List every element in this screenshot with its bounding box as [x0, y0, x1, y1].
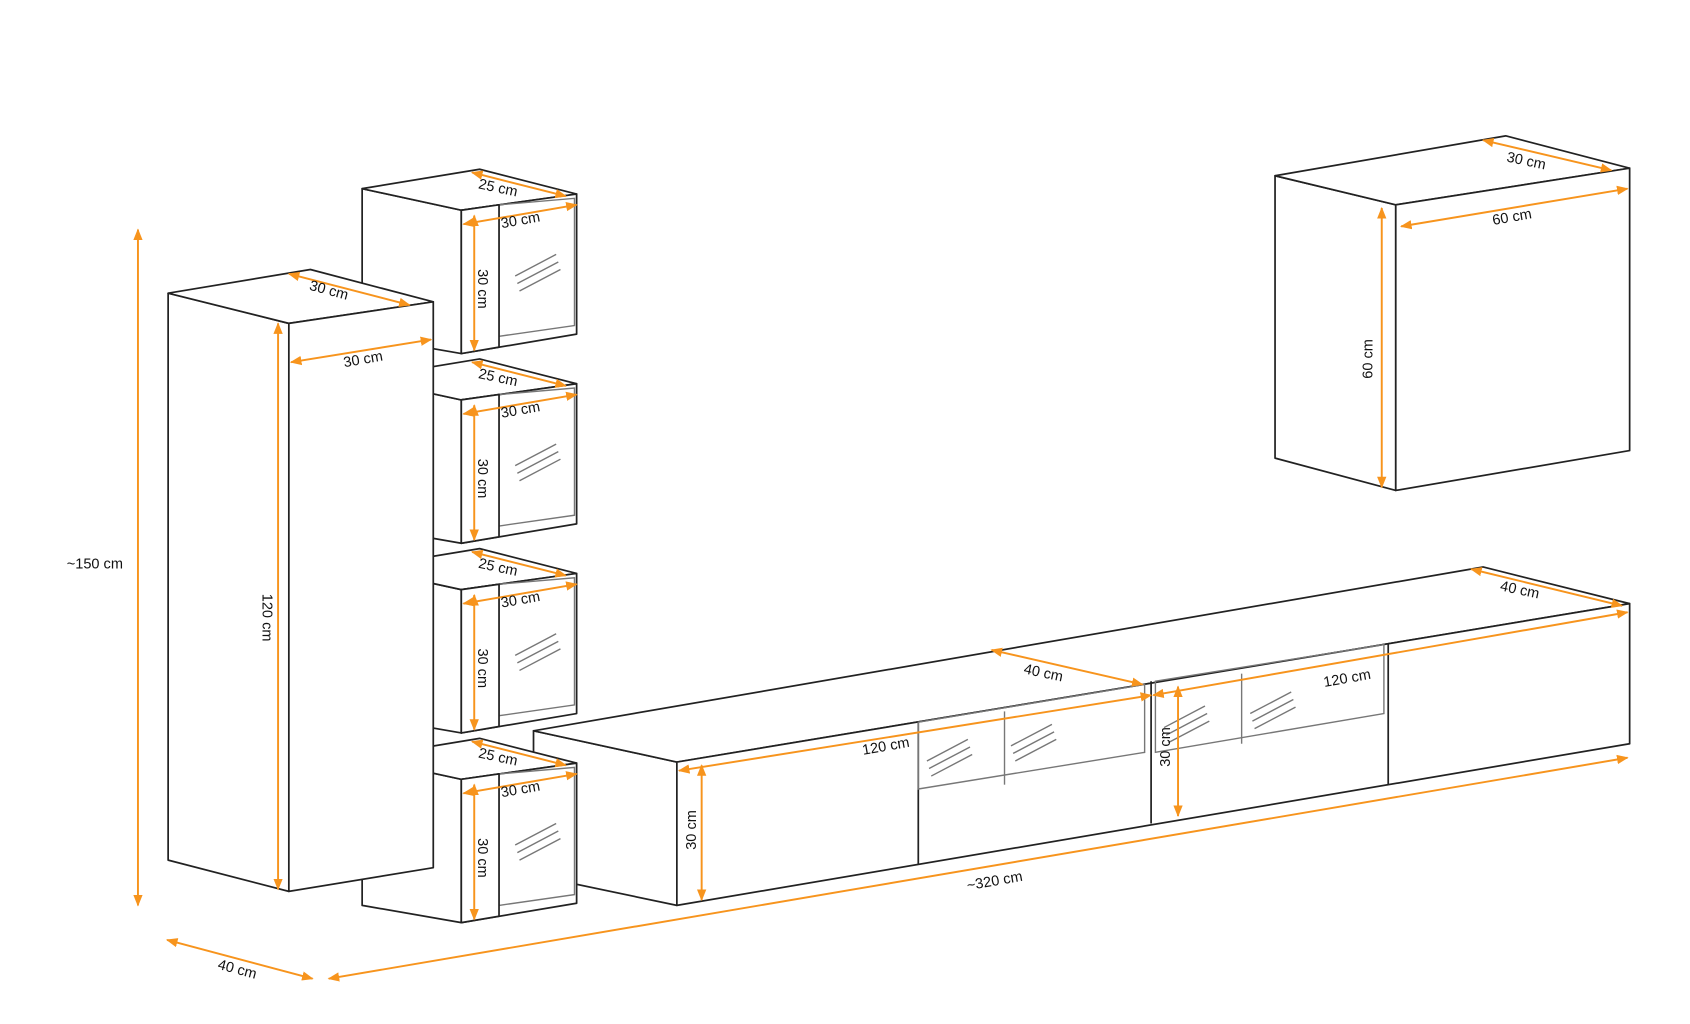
cube-4-height-label: 30 cm — [474, 838, 490, 878]
tv-bench-left-depth-arrow — [990, 647, 1144, 687]
tv-bench-right-height-label: 30 cm — [1158, 727, 1174, 767]
total-width-arrow — [327, 754, 1629, 982]
wall-cabinet-front — [1394, 167, 1631, 492]
glass-reflection — [1252, 698, 1294, 722]
cube-3-width-arrow — [462, 581, 578, 607]
cube-2-width-label: 30 cm — [500, 399, 542, 422]
cube-2-width-arrow — [462, 391, 578, 417]
cube-2-height-label: 30 cm — [474, 459, 490, 499]
tall-cabinet-width-label: 30 cm — [342, 349, 384, 372]
glass-reflection — [517, 640, 559, 664]
glass-reflection — [519, 648, 561, 672]
glass-reflection — [517, 451, 559, 474]
wall-cabinet-width-arrow — [1399, 185, 1629, 230]
total-depth-arrow — [165, 938, 314, 981]
tv-bench-right-width-arrow — [1152, 609, 1629, 699]
tall-cabinet-height-label: 120 cm — [258, 594, 274, 642]
cube-1-depth-arrow — [470, 170, 567, 199]
total-depth-label: 40 cm — [216, 957, 258, 983]
tall-cabinet-depth-arrow — [287, 271, 411, 307]
total-height-label: ~150 cm — [67, 557, 123, 573]
glass-reflection — [1165, 712, 1208, 736]
wall-cabinet-depth-arrow — [1481, 138, 1613, 173]
wall-cabinet-width-label: 60 cm — [1491, 206, 1533, 229]
wall-cabinet-side — [1274, 174, 1397, 492]
glass-reflection — [514, 633, 557, 656]
cube-3-width-label: 30 cm — [500, 589, 542, 612]
wall-cabinet-height-label: 60 cm — [1361, 339, 1377, 379]
tall-cabinet-width-arrow — [289, 336, 433, 366]
cube-4-width-arrow — [462, 771, 578, 797]
total-width-label: ~320 cm — [966, 869, 1024, 895]
cube-3-depth-arrow — [470, 549, 567, 578]
cube-3-height-label: 30 cm — [474, 648, 490, 688]
wall-cabinet — [1274, 134, 1631, 492]
glass-reflection — [1163, 705, 1206, 729]
glass-reflection — [514, 253, 557, 277]
cube-1-width-label: 30 cm — [500, 210, 542, 233]
tv-bench-left-width-arrow — [677, 692, 1153, 774]
cube-1-height-label: 30 cm — [474, 269, 490, 309]
cube-4-depth-arrow — [470, 739, 567, 768]
tv-bench-left-height-label: 30 cm — [684, 810, 700, 850]
cube-4-width-label: 30 cm — [500, 779, 542, 802]
glass-reflection — [517, 261, 559, 285]
tv-bench-right-depth-arrow — [1470, 567, 1624, 608]
tall-cabinet-front — [287, 300, 435, 893]
tall-cabinet-side — [167, 292, 290, 893]
tv-bench — [532, 566, 1631, 907]
glass-reflection — [519, 458, 561, 482]
cube-2-depth-arrow — [470, 360, 567, 388]
glass-reflection — [519, 268, 561, 292]
glass-reflection — [1254, 706, 1296, 730]
glass-reflection — [514, 443, 557, 467]
tall-cabinet — [167, 268, 435, 893]
cube-1-width-arrow — [462, 202, 578, 228]
